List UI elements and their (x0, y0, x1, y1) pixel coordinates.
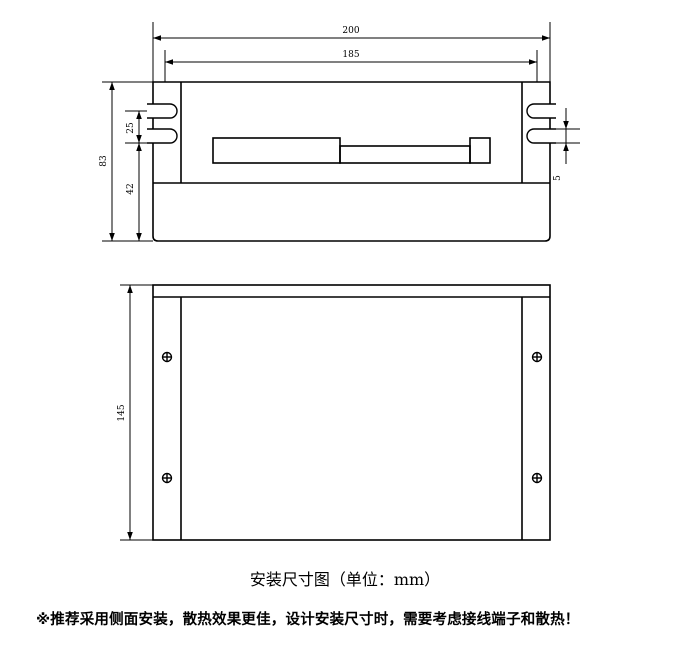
drawing-caption: 安装尺寸图（单位：mm） (249, 570, 441, 589)
top-extension-lines (120, 284, 153, 541)
dim-lower-height-label: 42 (126, 183, 136, 194)
mounting-holes (161, 351, 543, 484)
right-mounting-slots (526, 103, 556, 144)
dim-depth: 145 (117, 285, 133, 540)
front-housing-outline (152, 81, 551, 242)
dim-inner-width: 185 (165, 50, 537, 65)
front-view (152, 81, 551, 242)
left-mounting-slots (147, 103, 178, 144)
right-slot-upper (526, 103, 556, 119)
dim-total-width: 200 (153, 26, 550, 41)
terminal-block (212, 137, 341, 164)
dim-slot-width-label: 5 (553, 175, 563, 181)
mounting-hole-icon (161, 472, 173, 484)
installation-drawing: 200 185 83 42 25 5 (99, 22, 580, 541)
dim-depth-label: 145 (117, 404, 127, 421)
left-slot-lower (147, 128, 178, 144)
top-housing-outline (152, 284, 551, 541)
mounting-hole-icon (531, 472, 543, 484)
installation-note: ※推荐采用侧面安装，散热效果更佳，设计安装尺寸时，需要考虑接线端子和散热！ (36, 612, 580, 628)
dim-slot-offset-label: 25 (126, 122, 136, 134)
top-view (152, 284, 551, 541)
dim-total-height-label: 83 (99, 155, 109, 167)
right-slot-lower (526, 128, 556, 144)
dim-slot-width: 5 (553, 108, 569, 181)
dim-total-width-label: 200 (342, 26, 359, 36)
mounting-hole-icon (161, 351, 173, 363)
dim-slot-offset: 25 (126, 111, 142, 143)
mounting-hole-icon (531, 351, 543, 363)
dim-inner-width-label: 185 (342, 50, 359, 60)
left-slot-upper (147, 103, 178, 119)
terminal-connector (339, 145, 471, 164)
dim-total-height: 83 (99, 82, 115, 241)
dim-lower-height: 42 (126, 143, 142, 241)
terminal-plug (469, 137, 491, 164)
